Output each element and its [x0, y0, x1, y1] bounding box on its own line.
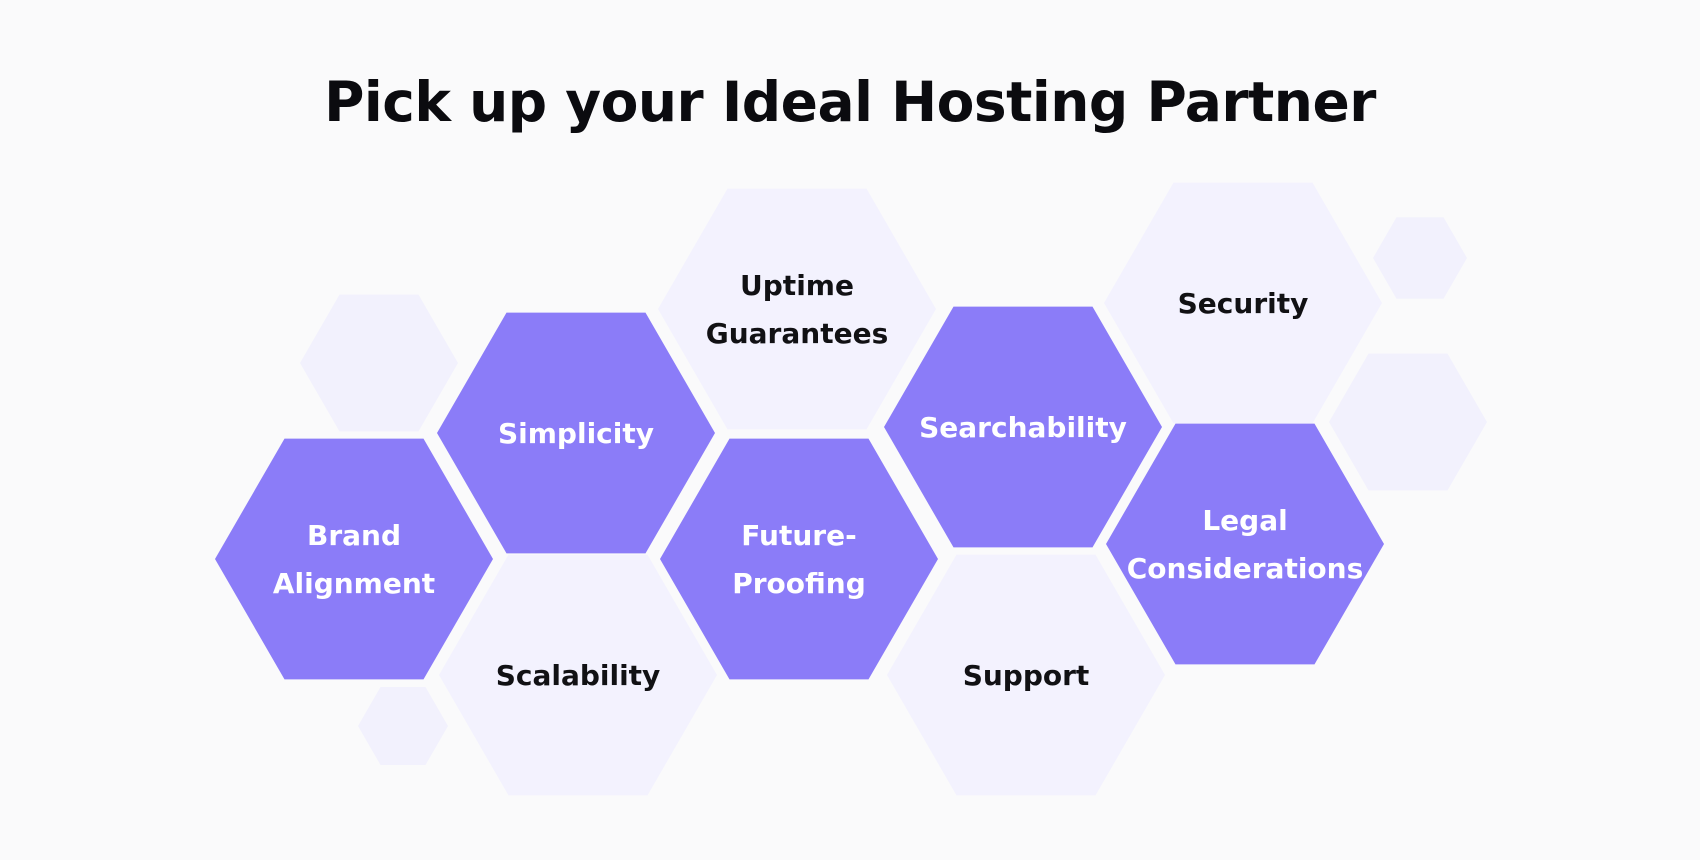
hexagon-label: Proofing	[732, 567, 866, 600]
hexagon-label: Simplicity	[498, 417, 654, 450]
hexagon-shape	[884, 306, 1162, 548]
decor-hex-right-middle	[1329, 353, 1487, 491]
hexagon-support: Support	[887, 554, 1165, 796]
hexagon-simplicity: Simplicity	[437, 312, 715, 554]
hexagon-shape	[887, 554, 1165, 796]
hexagon-shape	[439, 554, 717, 796]
hexagon-label: Brand	[307, 519, 401, 552]
hexagon-label: Guarantees	[706, 317, 888, 350]
hexagon-label: Support	[963, 659, 1090, 692]
hexagon-label: Scalability	[496, 659, 661, 692]
hexagon-shape	[1104, 182, 1382, 424]
hexagon-future-proofing: Future- Proofing	[660, 438, 938, 680]
hexagon-label: Alignment	[273, 567, 435, 600]
hexagon-shape	[437, 312, 715, 554]
hexagon-label: Uptime	[740, 269, 854, 302]
hexagon-label: Security	[1178, 287, 1309, 320]
hexagon-shape	[1106, 423, 1384, 665]
hexagon-label: Future-	[741, 519, 856, 552]
hexagon-shape	[660, 438, 938, 680]
hexagon-shape	[215, 438, 493, 680]
decor-hex-right-top	[1373, 217, 1467, 299]
hexagon-scalability: Scalability	[439, 554, 717, 796]
page-title: Pick up your Ideal Hosting Partner	[324, 70, 1376, 134]
hexagon-security: Security	[1104, 182, 1382, 424]
decor-hex-left-bottom	[358, 687, 448, 765]
hexagon-searchability: Searchability	[884, 306, 1162, 548]
hexagon-shape	[658, 188, 936, 430]
decor-hex-left-top	[300, 294, 458, 432]
hexagon-label: Searchability	[919, 411, 1127, 444]
hexagon-label: Legal	[1202, 504, 1287, 537]
hexagon-label: Considerations	[1127, 552, 1364, 585]
